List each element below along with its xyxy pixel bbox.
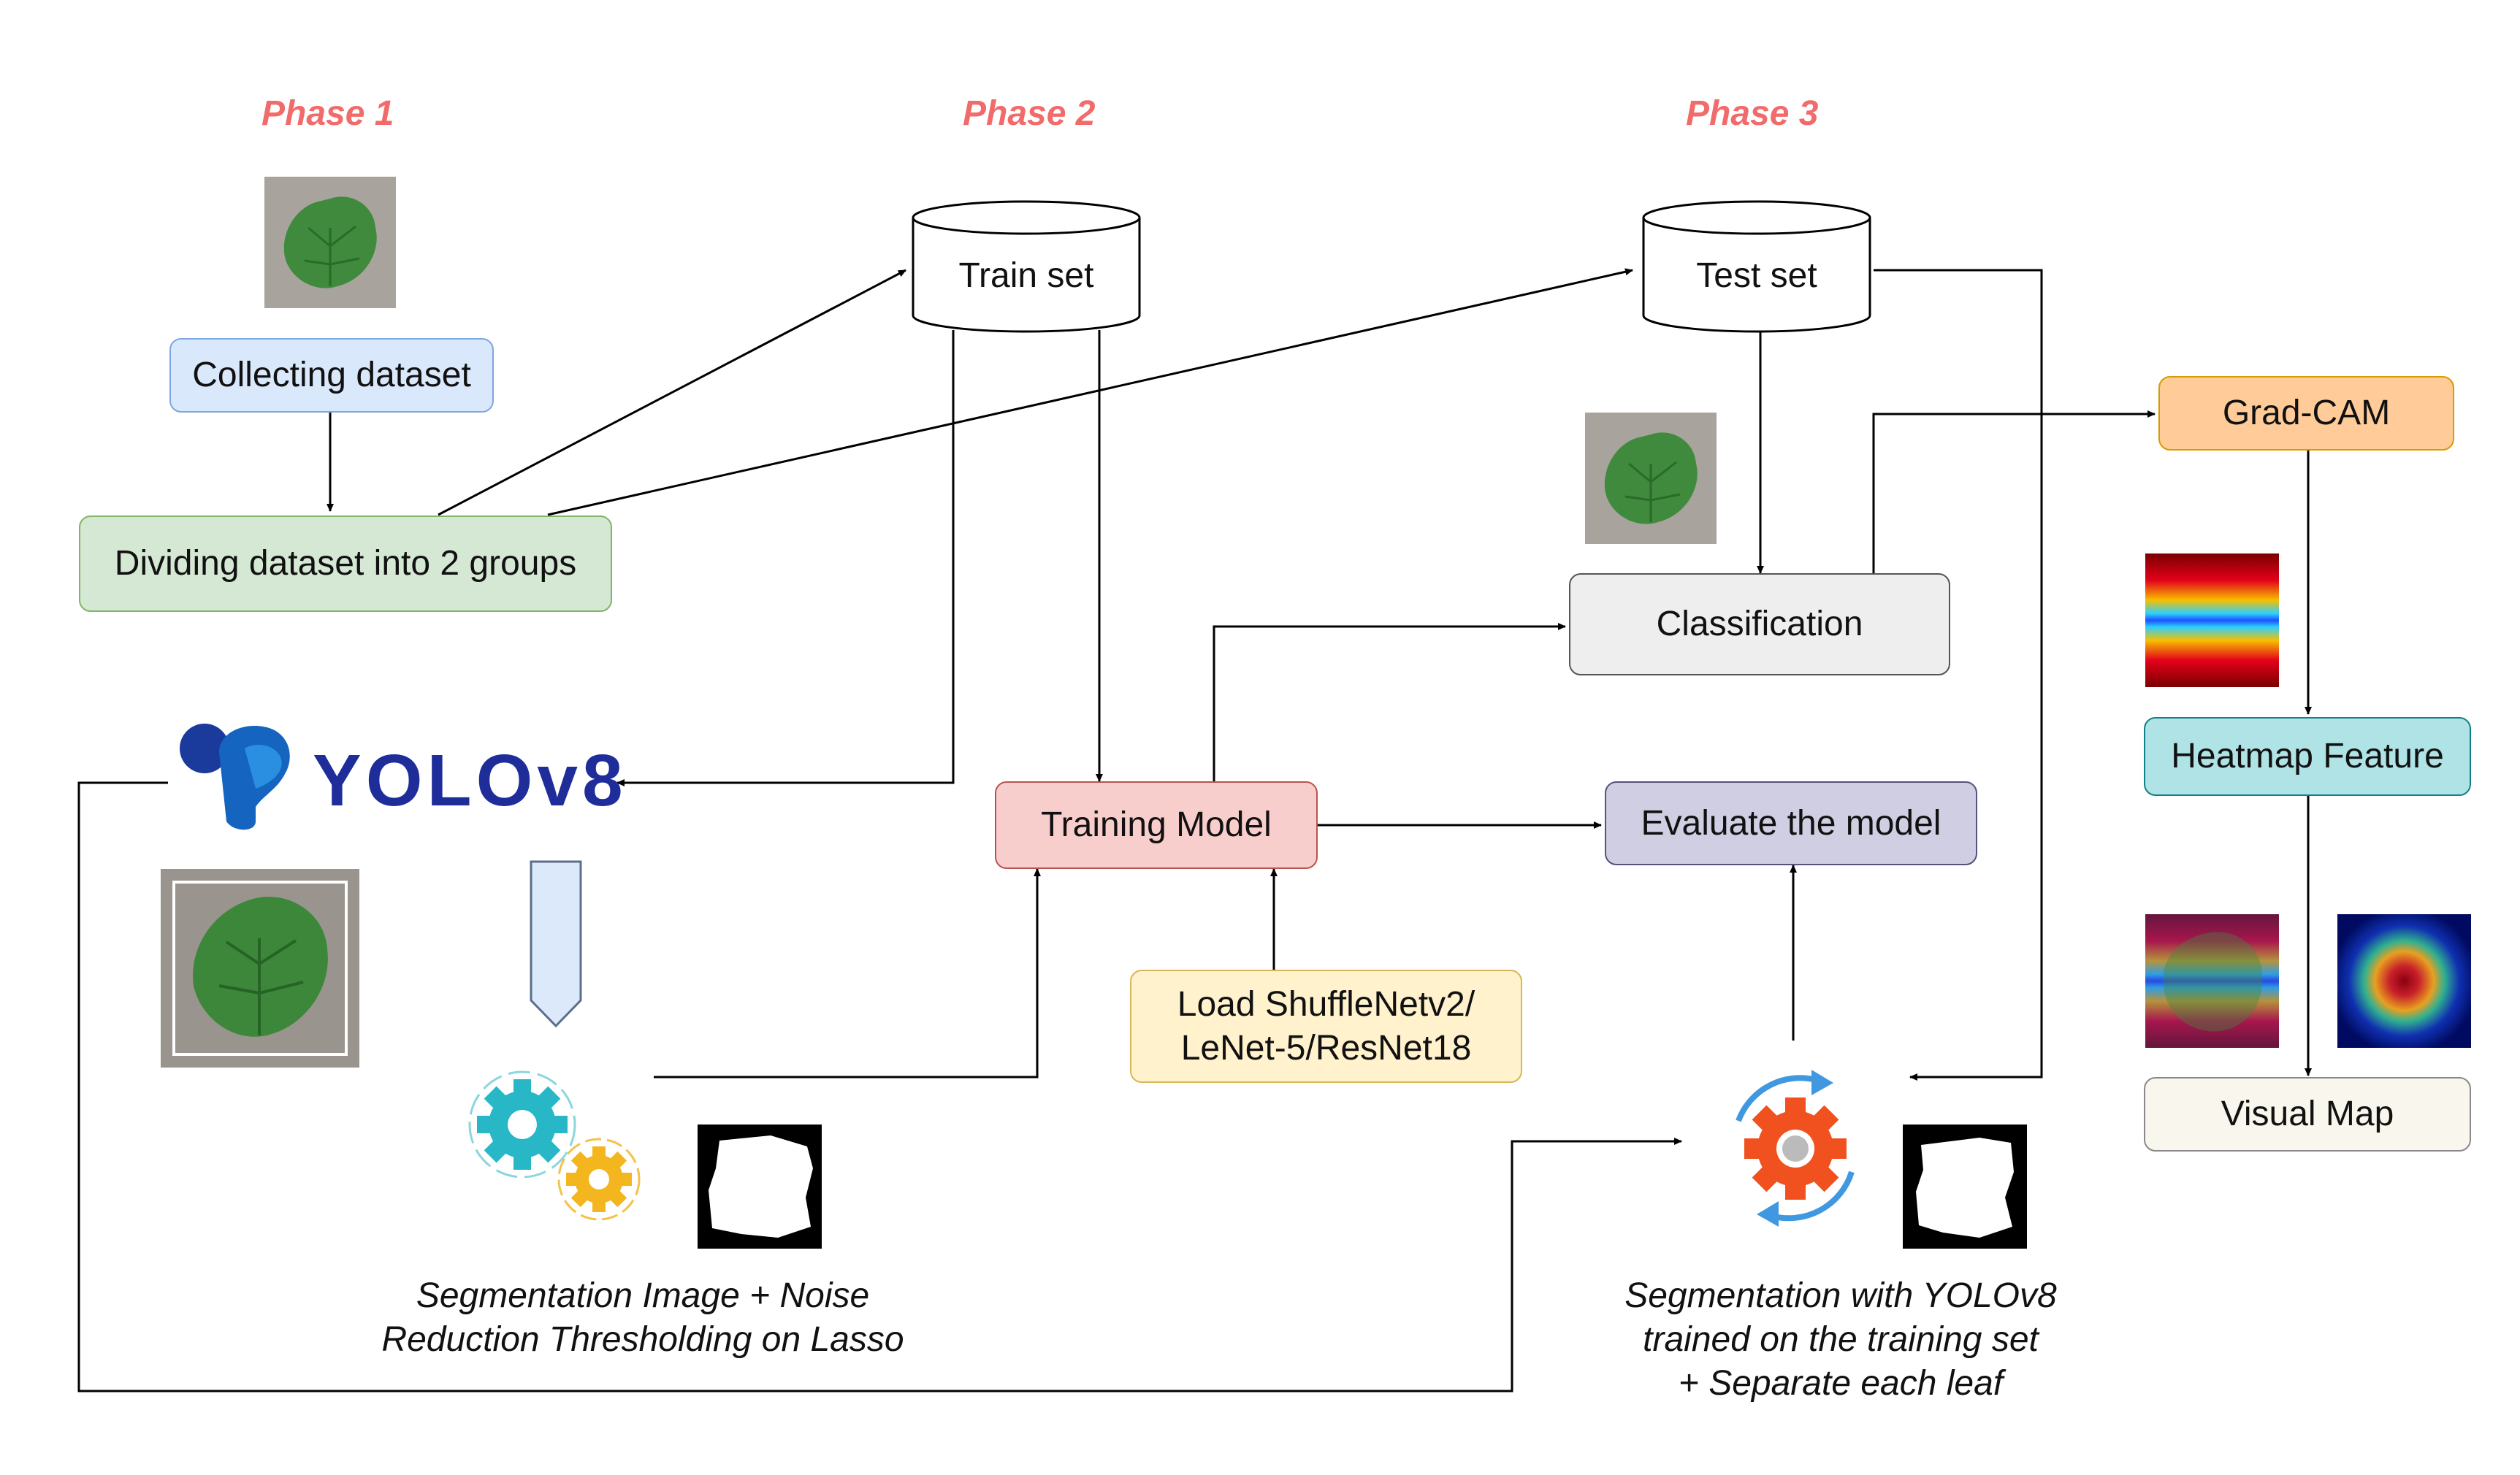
dividing-dataset-box: Dividing dataset into 2 groups: [79, 516, 612, 612]
arrow-training-to-classification: [1213, 623, 1566, 781]
training-model-box: Training Model: [995, 781, 1318, 869]
leaf-image-test: [1585, 413, 1717, 544]
heatmap-image: [2145, 553, 2279, 687]
segmentation-mask-right: [1903, 1125, 2027, 1249]
phase-3-label: Phase 3: [1686, 94, 1819, 133]
evaluate-model-box: Evaluate the model: [1605, 781, 1977, 865]
test-set-label: Test set: [1696, 256, 1817, 295]
yolo-logo-text: YOLOv8: [313, 740, 627, 821]
leaf-image: [264, 177, 396, 308]
classification-box: Classification: [1569, 573, 1950, 675]
phase-2-label: Phase 2: [963, 94, 1096, 133]
seg-left-caption-line1: Segmentation Image + Noise: [416, 1276, 870, 1315]
detected-leaf-image: [161, 869, 359, 1068]
phase-1-label: Phase 1: [261, 94, 394, 133]
test-set-cylinder: [1642, 200, 1871, 333]
train-set-cylinder: [912, 200, 1141, 333]
arrow-trainset-to-yolo: [616, 330, 955, 786]
load-models-line2: LeNet-5/ResNet18: [1180, 1028, 1472, 1068]
arrow-testset-to-segright: [1874, 269, 2043, 1081]
arrow-dividing-to-testset: [547, 268, 1633, 516]
yolo-logo-icon: [180, 724, 290, 830]
seg-right-caption: Segmentation with YOLOv8 trained on the …: [1549, 1274, 2133, 1406]
seg-right-caption-line3: + Separate each leaf: [1678, 1364, 2004, 1403]
arrow-yolo-to-segright: [77, 781, 1682, 1392]
arrow-segleft-to-training: [654, 868, 1041, 1079]
collecting-dataset-box: Collecting dataset: [169, 338, 494, 413]
seg-left-caption-line2: Reduction Thresholding on Lasso: [381, 1320, 904, 1359]
heatmap-feature-box: Heatmap Feature: [2144, 717, 2471, 796]
segmentation-mask-left: [698, 1125, 822, 1249]
down-chevron-icon: [530, 860, 582, 1028]
gradcam-box: Grad-CAM: [2158, 376, 2454, 451]
heatmap-overlay-image: [2145, 914, 2279, 1048]
visual-map-box: Visual Map: [2144, 1077, 2471, 1152]
load-models-box: Load ShuffleNetv2/ LeNet-5/ResNet18: [1130, 970, 1522, 1083]
seg-right-caption-line1: Segmentation with YOLOv8: [1624, 1276, 2057, 1315]
gears-icon: [468, 1070, 641, 1221]
gradcam-map-image: [2337, 914, 2471, 1048]
arrow-classification-to-gradcam: [1872, 410, 2156, 573]
arrow-dividing-to-trainset: [438, 269, 906, 516]
seg-left-caption: Segmentation Image + Noise Reduction Thr…: [329, 1274, 957, 1362]
load-models-line1: Load ShuffleNetv2/: [1177, 984, 1475, 1024]
sync-gear-icon: [1736, 1070, 1855, 1227]
seg-right-caption-line2: trained on the training set: [1643, 1320, 2039, 1359]
train-set-label: Train set: [958, 256, 1094, 295]
